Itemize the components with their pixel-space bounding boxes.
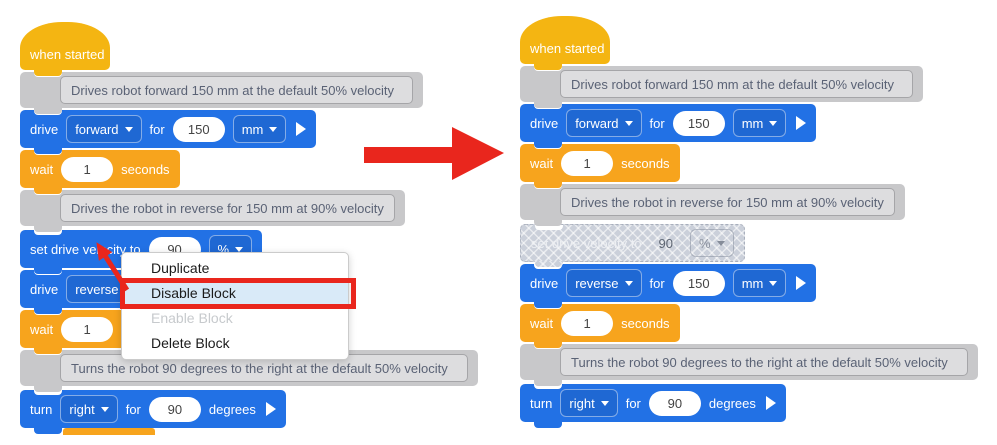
turn-block[interactable]: turn right for 90 degrees — [20, 390, 286, 434]
expand-arrow-icon[interactable] — [796, 116, 807, 130]
when-started-label: when started — [530, 40, 605, 56]
turn-label: turn — [30, 401, 53, 417]
unit-dropdown[interactable]: mm — [732, 109, 787, 137]
direction-value: right — [569, 395, 595, 411]
turn-label: turn — [530, 395, 553, 411]
for-label: for — [649, 115, 665, 131]
for-label: for — [625, 395, 641, 411]
menu-item-duplicate[interactable]: Duplicate — [151, 260, 210, 276]
unit-dropdown[interactable]: mm — [732, 269, 787, 297]
drive-label: drive — [30, 281, 59, 297]
direction-dropdown[interactable]: right — [560, 389, 618, 417]
comment-block-turn[interactable]: Turns the robot 90 degrees to the right … — [520, 344, 978, 386]
menu-item-delete-block[interactable]: Delete Block — [151, 335, 230, 351]
comment-block-forward[interactable]: Drives robot forward 150 mm at the defau… — [20, 72, 423, 114]
drive-label: drive — [530, 275, 559, 291]
unit-value: mm — [741, 115, 764, 131]
comment-block-forward[interactable]: Drives robot forward 150 mm at the defau… — [520, 66, 923, 108]
set-velocity-block-disabled[interactable]: set drive velocity to 90 % — [520, 224, 745, 267]
direction-dropdown[interactable]: forward — [66, 115, 142, 143]
wait-input[interactable]: 1 — [61, 316, 114, 342]
turn-block[interactable]: turn right for 90 degrees — [520, 384, 786, 428]
for-label: for — [125, 401, 141, 417]
direction-dropdown[interactable]: right — [60, 395, 118, 423]
expand-arrow-icon[interactable] — [796, 276, 807, 290]
comment-block-reverse[interactable]: Drives the robot in reverse for 150 mm a… — [520, 184, 905, 226]
unit-value: mm — [741, 275, 764, 291]
when-started-label: when started — [30, 46, 105, 62]
chevron-down-icon — [600, 400, 609, 406]
expand-arrow-icon[interactable] — [265, 402, 276, 416]
distance-input[interactable]: 150 — [172, 116, 225, 142]
expand-arrow-icon[interactable] — [296, 122, 307, 136]
chevron-down-icon — [716, 240, 725, 246]
seconds-label: seconds — [621, 155, 670, 171]
percent-value: % — [217, 241, 230, 257]
drive-forward-block[interactable]: drive forward for 150 mm — [520, 104, 817, 148]
percent-value: % — [699, 235, 711, 251]
wait-label: wait — [30, 321, 54, 337]
drive-reverse-block[interactable]: drive reverse for 150 mm — [520, 264, 817, 308]
annotation-highlight-rect — [120, 278, 356, 309]
for-label: for — [149, 121, 165, 137]
unit-value: mm — [241, 121, 264, 137]
menu-item-enable-block: Enable Block — [151, 310, 233, 326]
comment-text: Drives the robot in reverse for 150 mm a… — [560, 188, 895, 216]
degrees-label: degrees — [208, 401, 256, 417]
chevron-down-icon — [269, 126, 278, 132]
wait-input[interactable]: 1 — [561, 310, 614, 336]
wait-input[interactable]: 1 — [561, 150, 614, 176]
when-started-hat-block[interactable]: when started — [520, 16, 610, 70]
chevron-down-icon — [235, 246, 244, 252]
wait-input[interactable]: 1 — [61, 156, 114, 182]
direction-dropdown[interactable]: forward — [566, 109, 642, 137]
chevron-down-icon — [624, 280, 633, 286]
direction-dropdown[interactable]: reverse — [566, 269, 642, 297]
chevron-down-icon — [769, 280, 778, 286]
chevron-down-icon — [769, 120, 778, 126]
percent-dropdown[interactable]: % — [690, 229, 734, 257]
comment-block-turn[interactable]: Turns the robot 90 degrees to the right … — [20, 350, 478, 392]
angle-input[interactable]: 90 — [648, 390, 701, 416]
comment-text: Drives robot forward 150 mm at the defau… — [560, 70, 913, 98]
drive-label: drive — [530, 115, 559, 131]
degrees-label: degrees — [708, 395, 756, 411]
velocity-input[interactable]: 90 — [658, 235, 674, 251]
when-started-hat-block[interactable]: when started — [20, 22, 110, 76]
drive-label: drive — [30, 121, 59, 137]
drive-forward-block[interactable]: drive forward for 150 mm — [20, 110, 317, 154]
wait-label: wait — [530, 155, 554, 171]
direction-value: reverse — [575, 275, 619, 291]
chevron-down-icon — [624, 120, 633, 126]
direction-value: forward — [75, 121, 119, 137]
chevron-down-icon — [124, 126, 133, 132]
unit-dropdown[interactable]: mm — [232, 115, 287, 143]
distance-input[interactable]: 150 — [672, 270, 725, 296]
chevron-down-icon — [100, 406, 109, 412]
direction-value: forward — [575, 115, 619, 131]
angle-input[interactable]: 90 — [148, 396, 201, 422]
menu-item-disable-block[interactable]: Disable Block — [122, 281, 348, 306]
comment-text: Drives the robot in reverse for 150 mm a… — [60, 194, 395, 222]
direction-value: right — [69, 401, 95, 417]
seconds-label: seconds — [121, 161, 170, 177]
next-block-peek[interactable] — [63, 428, 155, 435]
expand-arrow-icon[interactable] — [765, 396, 776, 410]
wait-block[interactable]: wait 1 seconds — [20, 150, 180, 194]
distance-input[interactable]: 150 — [672, 110, 725, 136]
comment-text: Drives robot forward 150 mm at the defau… — [60, 76, 413, 104]
comment-text: Turns the robot 90 degrees to the right … — [560, 348, 968, 376]
wait-label: wait — [30, 161, 54, 177]
wait-block[interactable]: wait 1 seconds — [520, 144, 680, 188]
set-velocity-label: set drive velocity to — [531, 235, 642, 251]
comment-block-reverse[interactable]: Drives the robot in reverse for 150 mm a… — [20, 190, 405, 232]
for-label: for — [649, 275, 665, 291]
seconds-label: seconds — [621, 315, 670, 331]
wait-block[interactable]: wait 1 seconds — [520, 304, 680, 348]
wait-label: wait — [530, 315, 554, 331]
